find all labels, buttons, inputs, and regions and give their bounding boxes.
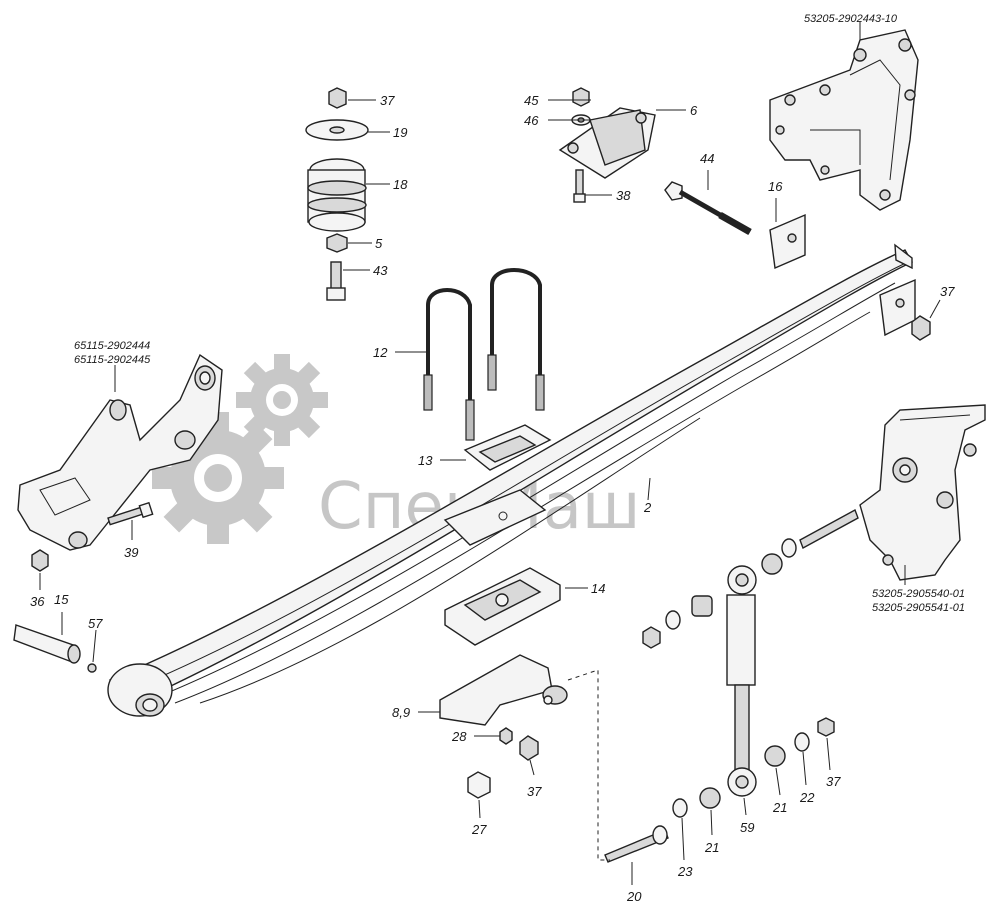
callout-39: 39 — [124, 545, 138, 560]
u-bolts — [423, 268, 545, 441]
nut-37-lower — [519, 735, 539, 761]
callout-59: 59 — [740, 820, 754, 835]
callout-19: 19 — [393, 125, 407, 140]
bump-stop-assembly — [305, 87, 369, 301]
callout-16: 16 — [768, 179, 783, 194]
shock-upper-hardware — [642, 508, 859, 649]
code-front-bracket-b: 65115-2902445 — [74, 354, 151, 366]
long-bolt — [664, 181, 752, 236]
plate-16 — [769, 213, 806, 270]
pin-15 — [13, 624, 77, 663]
small-gear-icon — [236, 354, 328, 446]
callout-23: 23 — [677, 864, 693, 879]
callout-46: 46 — [524, 113, 539, 128]
callout-21-upper: 21 — [772, 800, 787, 815]
callout-37-top: 37 — [380, 93, 395, 108]
nipple-57 — [87, 663, 97, 673]
shock-lower-hardware — [604, 717, 835, 863]
callout-12: 12 — [373, 345, 388, 360]
rear-bracket — [769, 29, 919, 211]
bracket-8-9-hole — [543, 695, 553, 705]
callout-36: 36 — [30, 594, 45, 609]
code-front-bracket-a: 65115-2902444 — [74, 340, 150, 352]
callout-38: 38 — [616, 188, 631, 203]
callout-6: 6 — [690, 103, 698, 118]
callout-8-9: 8,9 — [392, 705, 410, 720]
leader-lines — [39, 22, 941, 885]
callout-14: 14 — [591, 581, 605, 596]
callout-28: 28 — [451, 729, 467, 744]
callout-57: 57 — [88, 616, 103, 631]
shock-absorber — [726, 565, 757, 797]
pad-14-hole — [495, 593, 509, 607]
spring-eye — [107, 663, 173, 717]
callout-37-shock: 37 — [826, 774, 841, 789]
front-bracket — [17, 353, 223, 551]
nut-36 — [31, 549, 49, 572]
callout-13: 13 — [418, 453, 433, 468]
plate-16b-hole — [895, 298, 905, 308]
callout-44: 44 — [700, 151, 714, 166]
grease-nipple-28 — [499, 727, 513, 745]
shock-bracket — [859, 404, 986, 581]
callout-18: 18 — [393, 177, 408, 192]
mount-pad — [558, 87, 656, 203]
callout-37-right: 37 — [940, 284, 955, 299]
plate-16-hole — [787, 233, 797, 243]
saddle-13-insert — [478, 435, 537, 463]
nut-37-right — [911, 315, 931, 341]
bracket-8-9 — [439, 654, 553, 726]
callout-27: 27 — [471, 822, 487, 837]
callout-20: 20 — [626, 889, 642, 904]
pin-20-guide — [567, 669, 610, 861]
pin-15-end — [67, 644, 81, 664]
nut-27 — [467, 771, 491, 799]
callout-37-lower: 37 — [527, 784, 542, 799]
code-rear-bracket: 53205-2902443-10 — [804, 13, 898, 25]
callout-labels: 37 19 18 5 43 45 46 6 38 44 16 37 12 13 … — [30, 93, 955, 904]
callout-2: 2 — [643, 500, 652, 515]
bolt-39 — [107, 501, 154, 526]
callout-43: 43 — [373, 263, 388, 278]
callout-45: 45 — [524, 93, 539, 108]
callout-5: 5 — [375, 236, 383, 251]
callout-15: 15 — [54, 592, 69, 607]
callout-22: 22 — [799, 790, 815, 805]
code-shock-bracket-b: 53205-2905541-01 — [872, 602, 965, 614]
leaf-spring — [107, 243, 913, 717]
code-shock-bracket-a: 53205-2905540-01 — [872, 588, 965, 600]
callout-21-lower: 21 — [704, 840, 719, 855]
